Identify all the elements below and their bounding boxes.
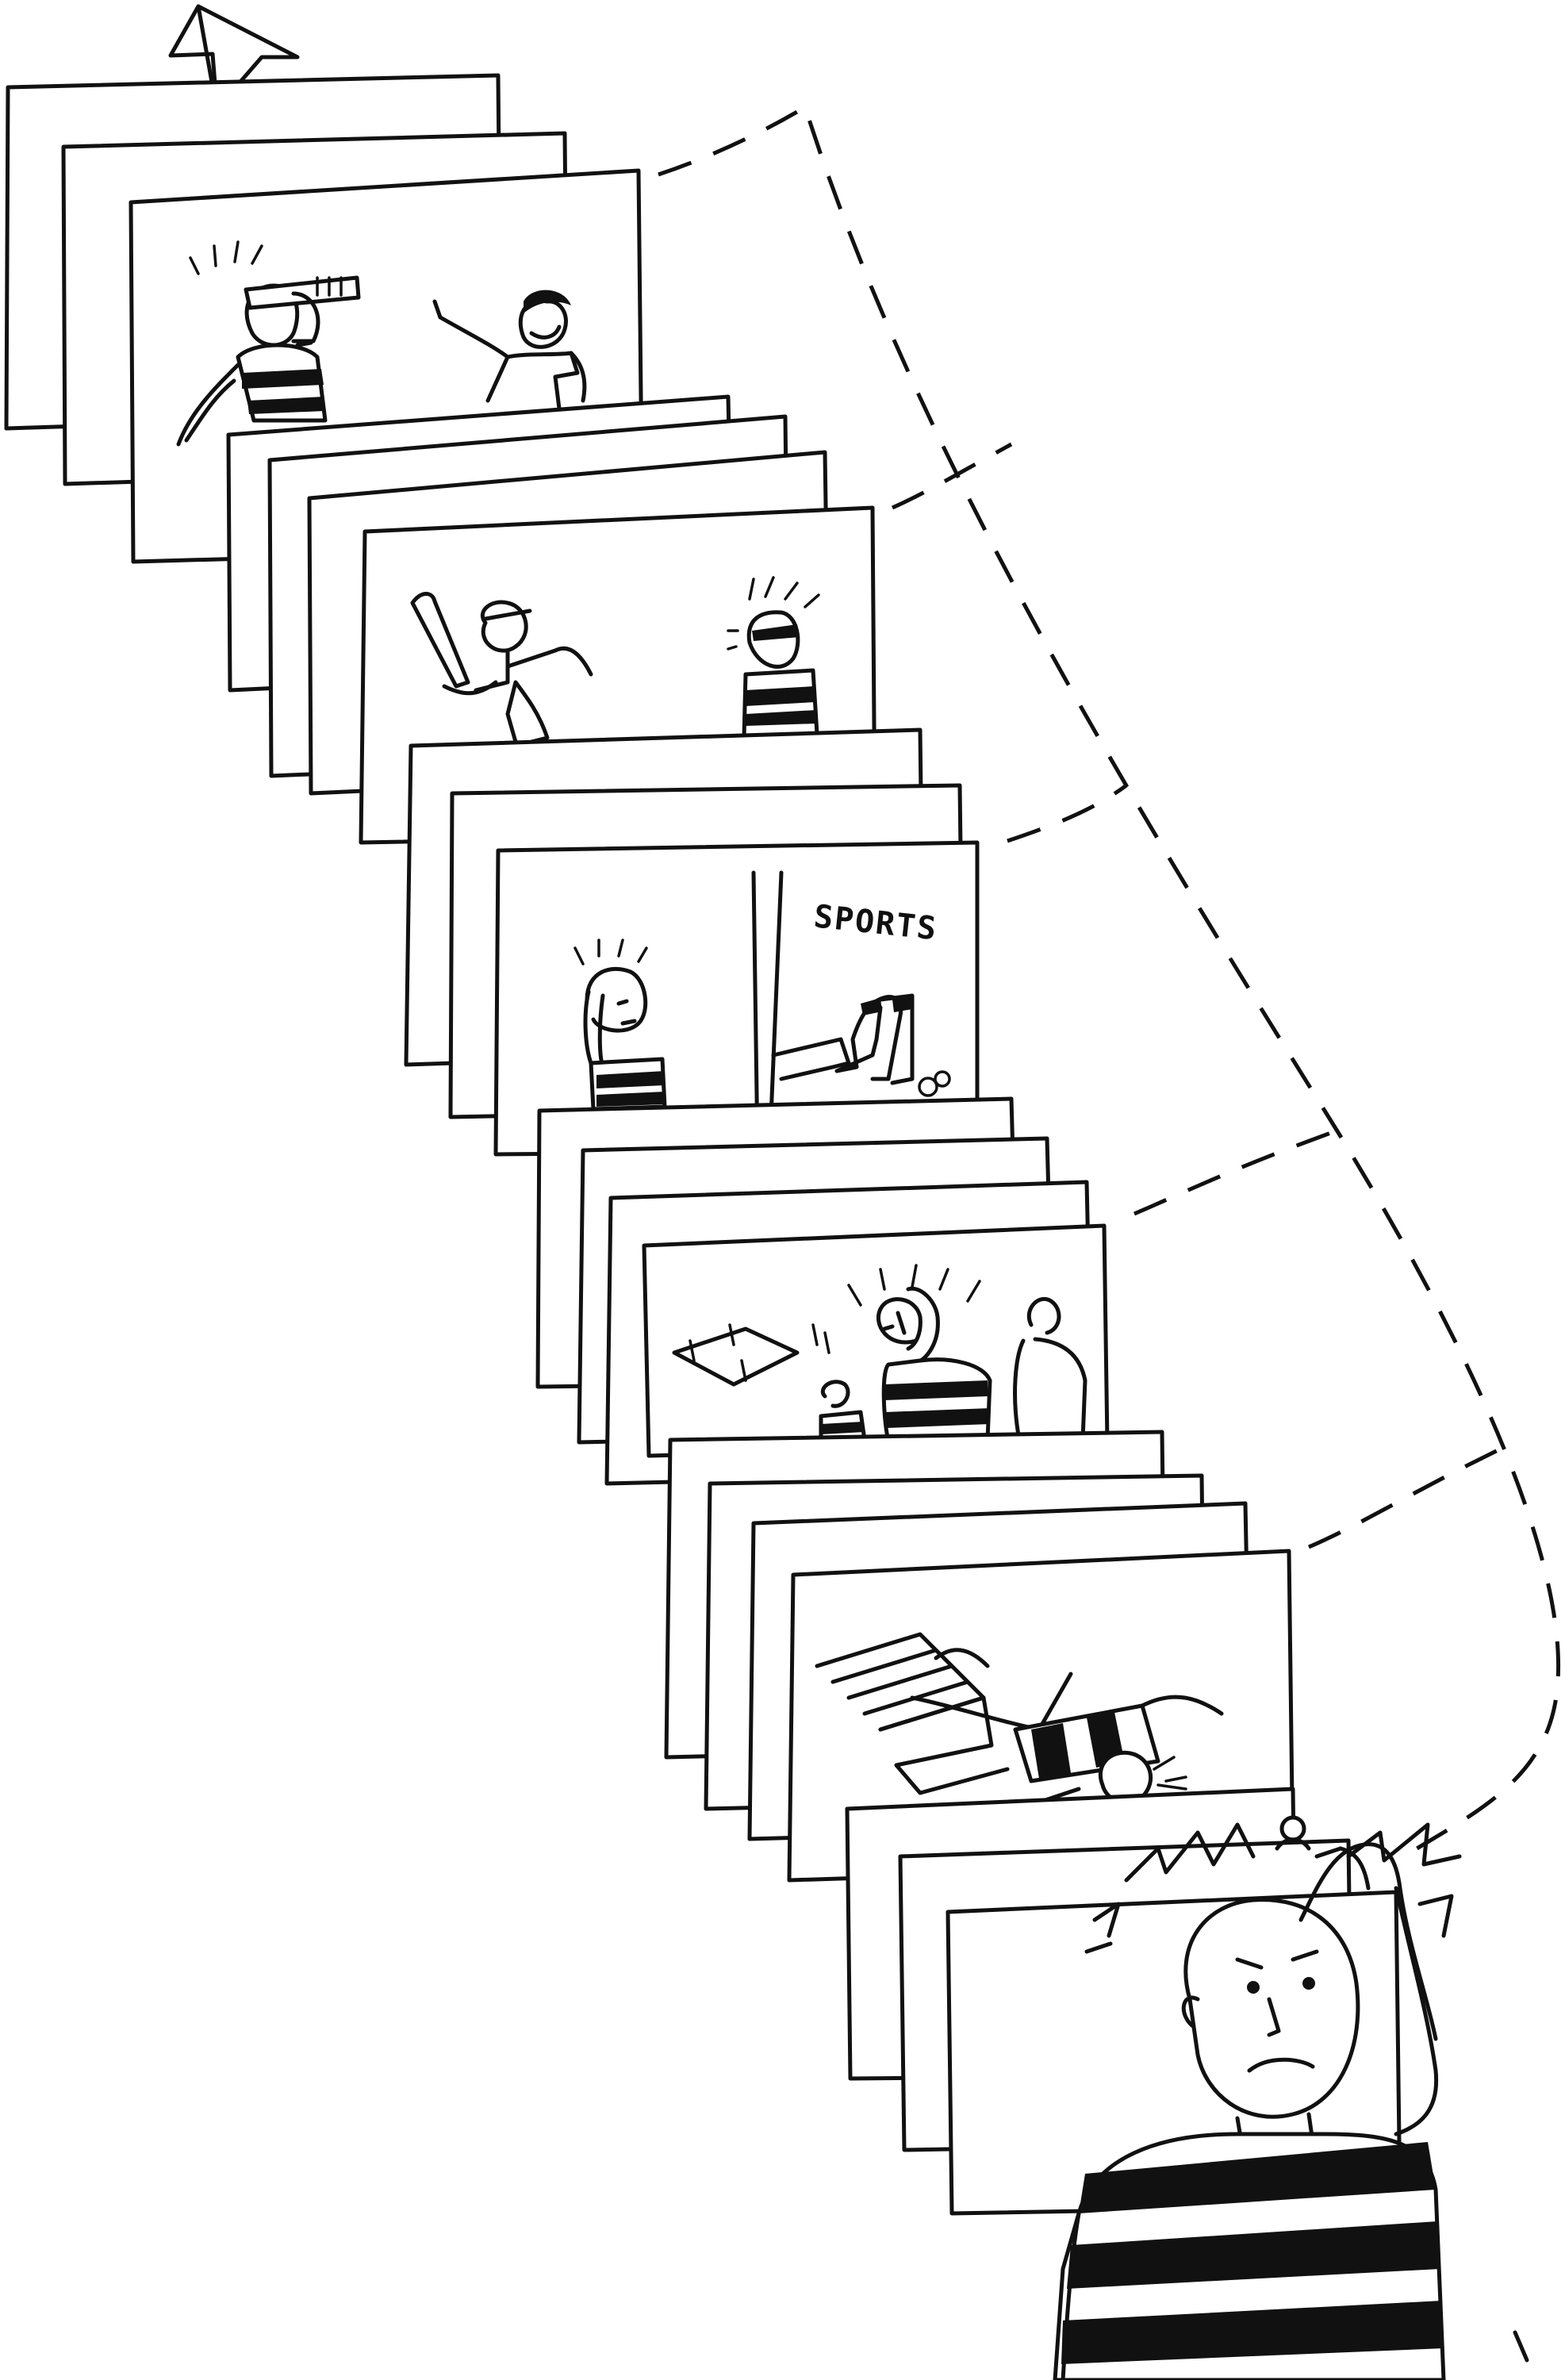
memory-stack-4 (535, 1096, 1110, 1486)
scene-girl-at-baseball-game (672, 1264, 1087, 1445)
scene-kid-with-bat (410, 576, 820, 744)
confused-boy (1053, 1815, 1529, 2380)
scene-boy-with-camera (176, 240, 587, 447)
scene-girl-and-sports-store: SPORTS (573, 870, 951, 1157)
scene-kid-fell-down-stairs (815, 1632, 1224, 1818)
dashed-memory-path (658, 104, 1561, 1859)
memory-stack-5 (664, 1430, 1295, 1883)
memory-stack-2 (226, 394, 877, 845)
memory-stack-3: SPORTS (404, 727, 980, 1157)
